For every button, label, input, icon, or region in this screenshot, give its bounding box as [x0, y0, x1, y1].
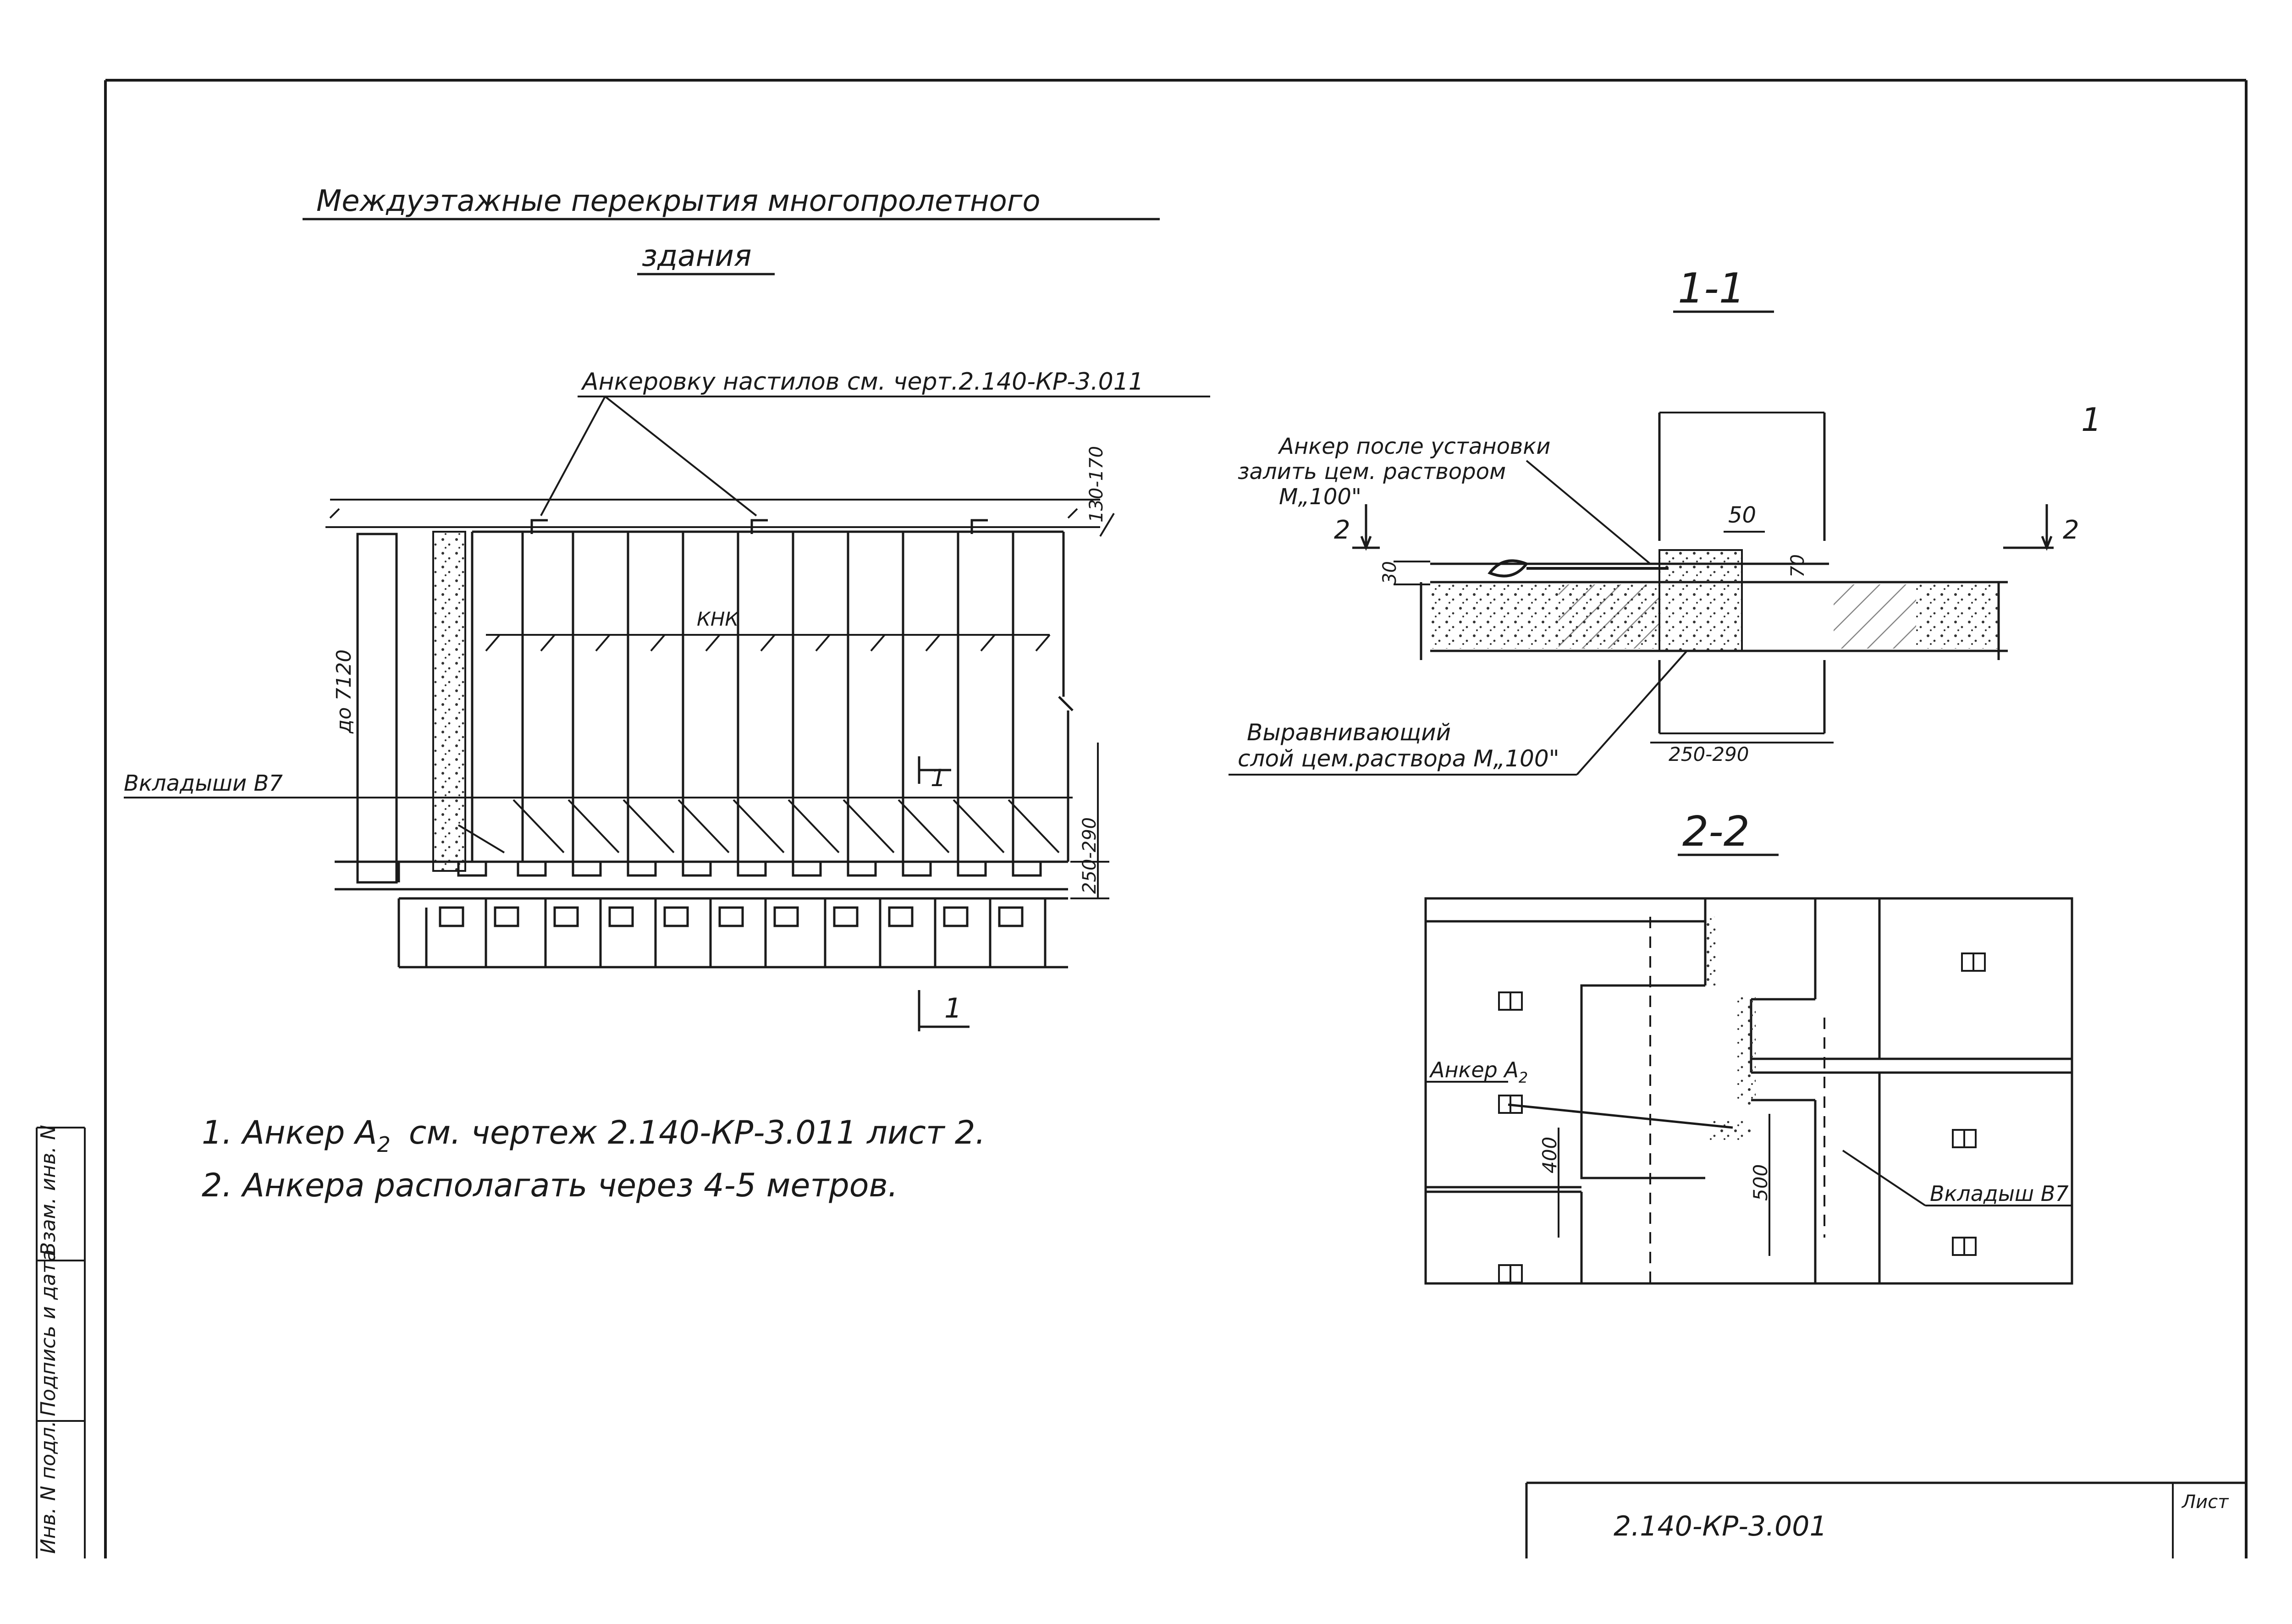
cut-left: 2: [1334, 515, 1350, 545]
slab-label: КНК: [697, 608, 739, 630]
side-label-inventory: Инв. N подл.: [37, 1420, 60, 1554]
leveling-1: Выравнивающий: [1247, 719, 1451, 746]
side-label-signature: Подпись и дата: [37, 1250, 60, 1416]
title-stamp: 2.140-КР-3.001 Лист: [1614, 1492, 2229, 1542]
dim-400: 400: [1538, 1137, 1561, 1173]
floor-plan: Анкеровку настилов см. черт.2.140-КР-3.0…: [124, 368, 1210, 1031]
dim-30: 30: [1379, 561, 1400, 584]
anchor-note-1: Анкер после установки: [1278, 434, 1550, 459]
title-line1: Междуэтажные перекрытия многопролетного: [316, 184, 1041, 218]
anchor-label-2-2: Анкер А2: [1429, 1057, 1528, 1086]
section-1-1: 1-1 250-290 Анкер после установки залить…: [1229, 264, 2102, 776]
slab-bays: [471, 530, 1074, 862]
leveling-2: слой цем.раствора М„100": [1238, 745, 1559, 772]
side-mark: 1: [2081, 401, 2102, 439]
drawing-code: 2.140-КР-3.001: [1614, 1510, 1827, 1542]
dim-70: 70: [1787, 554, 1808, 578]
anchor-note-3: М„100": [1279, 484, 1361, 510]
side-stamp: Взам. инв. N Подпись и дата Инв. N подл.: [36, 1125, 86, 1558]
anchoring-note: Анкеровку настилов см. черт.2.140-КР-3.0…: [581, 368, 1144, 396]
anchor-note-2: залить цем. раствором: [1238, 459, 1506, 484]
title-line2: здания: [642, 239, 751, 273]
note-2: 2. Анкера располагать через 4-5 метров.: [202, 1167, 898, 1204]
dim-height: до 7120: [332, 650, 356, 734]
cut-mark-top: 1: [931, 765, 946, 792]
section-2-2: 2-2: [1424, 808, 2073, 1285]
side-label-replacement: Взам. инв. N: [37, 1125, 60, 1256]
sheet-label: Лист: [2181, 1492, 2229, 1513]
cut-mark-bottom: 1: [944, 992, 962, 1024]
section-1-1-title: 1-1: [1678, 264, 1745, 313]
dim-50: 50: [1728, 502, 1756, 528]
drawing-title: Междуэтажные перекрытия многопролетного …: [303, 184, 1160, 275]
dim-500: 500: [1749, 1164, 1772, 1201]
dim-top: 130-170: [1086, 446, 1107, 523]
section-1-1-width: 250-290: [1669, 743, 1749, 765]
dim-bottom: 250-290: [1079, 817, 1100, 894]
section-2-2-title: 2-2: [1682, 808, 1750, 856]
sheet-frame: [104, 79, 2248, 1558]
insert-label-2-2: Вкладыш В7: [1930, 1181, 2069, 1206]
cut-right: 2: [2063, 515, 2079, 545]
insert-label-plan: Вкладыши В7: [124, 771, 283, 796]
